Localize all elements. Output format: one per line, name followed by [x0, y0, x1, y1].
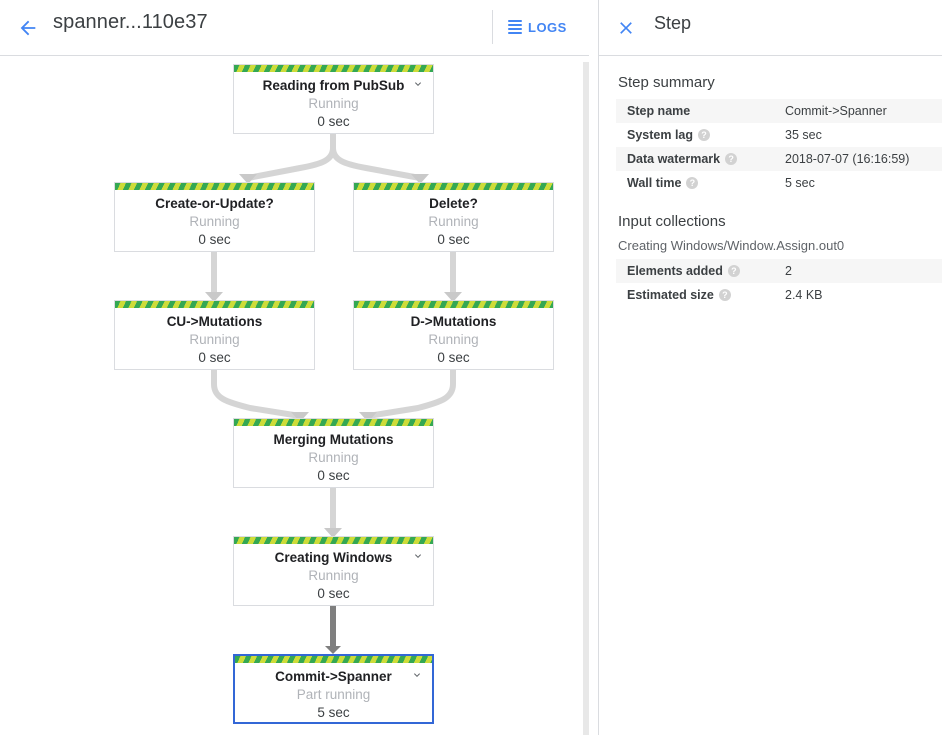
node-title: CU->Mutations [166, 314, 263, 329]
graph-node-delete[interactable]: Delete? Running 0 sec [353, 182, 554, 252]
node-status-stripe [115, 183, 314, 190]
node-title: Create-or-Update? [155, 196, 274, 211]
pipeline-graph-pane: spanner...110e37 LOGS [0, 0, 589, 735]
node-title: Delete? [429, 196, 478, 211]
node-status: Running [428, 332, 479, 347]
row-key-label: Elements added [627, 264, 723, 278]
graph-header: spanner...110e37 LOGS [0, 0, 589, 56]
row-value: 5 sec [785, 176, 815, 190]
help-icon[interactable]: ? [727, 265, 740, 277]
node-time: 0 sec [437, 232, 470, 247]
logs-button-label: LOGS [528, 19, 567, 35]
node-status-stripe [234, 65, 433, 72]
back-arrow-icon[interactable] [10, 10, 46, 46]
table-row: Step name Commit->Spanner [616, 99, 942, 123]
row-key: Wall time? [616, 171, 785, 195]
node-time: 5 sec [317, 705, 350, 720]
node-title: Merging Mutations [273, 432, 394, 447]
node-time: 0 sec [198, 350, 231, 365]
header-divider [492, 10, 493, 44]
row-value: 2018-07-07 (16:16:59) [785, 152, 910, 166]
step-summary-heading: Step summary [618, 74, 715, 91]
row-key-label: Estimated size [627, 288, 714, 302]
node-title: Creating Windows [274, 550, 393, 565]
graph-node-create-or-update[interactable]: Create-or-Update? Running 0 sec [114, 182, 315, 252]
row-key-label: Step name [627, 104, 691, 118]
selected-edge [325, 606, 341, 654]
table-row: Data watermark?2018-07-07 (16:16:59) [616, 147, 942, 171]
node-status: Running [308, 450, 359, 465]
input-collections-heading: Input collections [618, 213, 726, 230]
row-key: Estimated size? [616, 283, 785, 307]
logs-button[interactable]: LOGS [508, 13, 567, 41]
node-time: 0 sec [437, 350, 470, 365]
row-value: 2.4 KB [785, 288, 823, 302]
node-status: Running [308, 96, 359, 111]
row-key-label: Wall time [627, 176, 682, 190]
node-status-stripe [234, 419, 433, 426]
node-status: Running [189, 332, 240, 347]
node-title: Reading from PubSub [262, 78, 405, 93]
row-value: 35 sec [785, 128, 822, 142]
graph-edges [205, 131, 462, 654]
row-key: Data watermark? [616, 147, 785, 171]
node-status-stripe [354, 301, 553, 308]
edge-arrowheads [205, 174, 462, 538]
row-key-label: Data watermark [627, 152, 721, 166]
node-status: Running [428, 214, 479, 229]
row-key-label: System lag [627, 128, 694, 142]
node-time: 0 sec [198, 232, 231, 247]
panel-title: Step [654, 13, 692, 33]
step-panel-header: Step [599, 0, 942, 56]
chevron-down-icon[interactable] [411, 668, 423, 680]
row-value: 2 [785, 264, 792, 278]
table-row: Wall time?5 sec [616, 171, 942, 195]
input-collection-name: Creating Windows/Window.Assign.out0 [618, 238, 845, 253]
node-status: Part running [296, 687, 371, 702]
node-status-stripe [115, 301, 314, 308]
row-key: Elements added? [616, 259, 785, 283]
help-icon[interactable]: ? [718, 289, 731, 301]
graph-scrollbar-track[interactable] [583, 62, 589, 735]
chevron-down-icon[interactable] [412, 549, 424, 561]
logs-lines-icon [508, 20, 522, 34]
row-key: Step name [616, 99, 785, 123]
close-icon[interactable] [609, 11, 643, 45]
row-key: System lag? [616, 123, 785, 147]
node-title: Commit->Spanner [275, 669, 392, 684]
page-title: spanner...110e37 [53, 11, 208, 33]
node-time: 0 sec [317, 114, 350, 129]
chevron-down-icon[interactable] [412, 77, 424, 89]
help-icon[interactable]: ? [686, 177, 699, 189]
node-time: 0 sec [317, 586, 350, 601]
row-value: Commit->Spanner [785, 104, 887, 118]
step-detail-pane: Step Step summary Step name Commit->Spann… [598, 0, 942, 735]
help-icon[interactable]: ? [698, 129, 711, 141]
table-row: Elements added?2 [616, 259, 942, 283]
table-row: System lag?35 sec [616, 123, 942, 147]
node-status: Running [189, 214, 240, 229]
node-status-stripe [354, 183, 553, 190]
section-spacer [599, 195, 942, 213]
table-row: Estimated size?2.4 KB [616, 283, 942, 307]
help-icon[interactable]: ? [725, 153, 738, 165]
node-status-stripe [235, 656, 432, 663]
node-time: 0 sec [317, 468, 350, 483]
node-title: D->Mutations [410, 314, 497, 329]
node-status-stripe [234, 537, 433, 544]
node-status: Running [308, 568, 359, 583]
